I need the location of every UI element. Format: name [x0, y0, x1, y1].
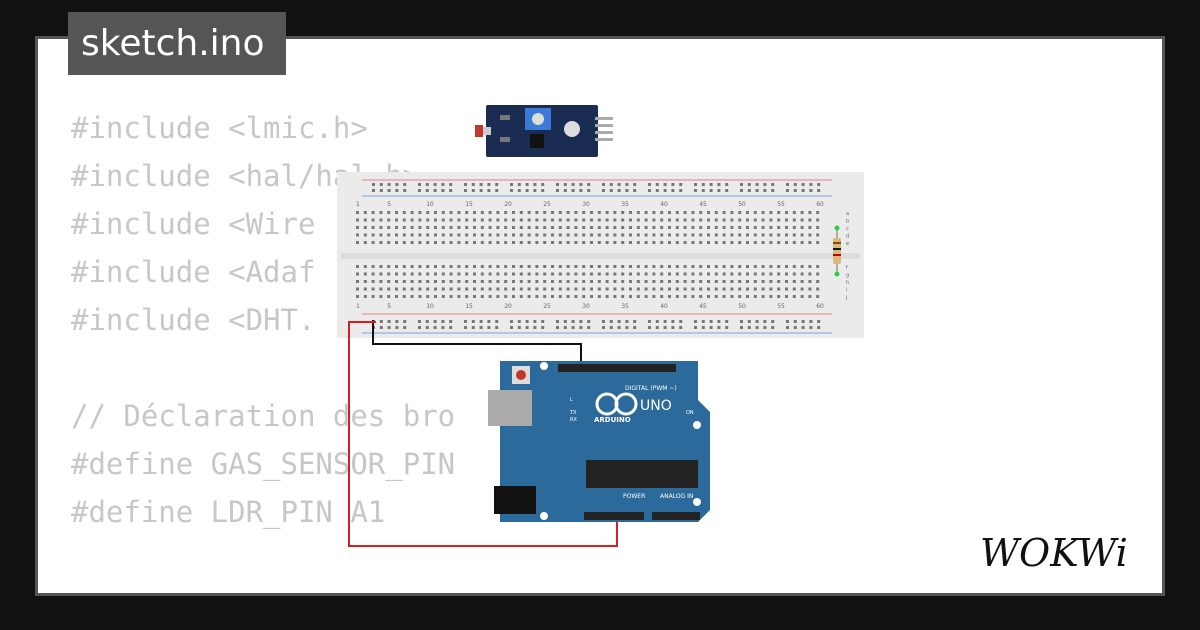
- breadboard-row-letter: e: [846, 241, 849, 247]
- digital-label: DIGITAL (PWM ~): [625, 385, 677, 392]
- red-wire: [348, 321, 618, 547]
- breadboard-column-number: 15: [465, 201, 473, 208]
- breadboard-column-number: 55: [777, 201, 785, 208]
- breadboard-row-letter: b: [846, 219, 849, 225]
- code-editor-text: #include <lmic.h>#include <hal/hal.h>#in…: [71, 104, 612, 593]
- breadboard-row-letter: g: [846, 273, 849, 279]
- breadboard-column-number: 1: [356, 303, 360, 310]
- breadboard-row-letter: j: [845, 295, 847, 301]
- breadboard-column-number: 45: [699, 303, 707, 310]
- black-wire: [372, 320, 582, 366]
- breadboard-column-number: 20: [504, 303, 512, 310]
- breadboard-column-number: 60: [816, 303, 824, 310]
- breadboard-column-number: 5: [387, 303, 391, 310]
- breadboard-column-number: 30: [582, 201, 590, 208]
- breadboard-column-number: 25: [543, 303, 551, 310]
- file-tab-label: sketch.ino: [81, 23, 265, 64]
- breadboard-row-letter: f: [846, 265, 848, 271]
- analog-header: [652, 512, 700, 520]
- resistor[interactable]: [833, 225, 841, 277]
- power-header: [584, 512, 644, 520]
- breadboard-column-number: 35: [621, 303, 629, 310]
- breadboard-column-number: 55: [777, 303, 785, 310]
- atmega-chip: [586, 460, 698, 488]
- code-line: #define LDR_PIN A1: [71, 495, 386, 529]
- code-line: #include <Adaf: [71, 255, 316, 289]
- breadboard-row-letter: d: [846, 234, 849, 240]
- arduino-label: ARDUINO: [594, 416, 631, 424]
- ldr-photoresistor-icon: [475, 125, 483, 137]
- breadboard-column-number: 25: [543, 201, 551, 208]
- bottom-border: [35, 596, 1165, 630]
- code-line: #include <Wire: [71, 207, 316, 241]
- arduino-logo-icon: [595, 392, 638, 416]
- power-label: POWER: [623, 493, 645, 500]
- code-line: // Déclaration des bro: [71, 399, 456, 433]
- breadboard-column-number: 1: [356, 201, 360, 208]
- breadboard-row-letter: h: [846, 280, 849, 286]
- wokwi-logo-text: WOKWi: [980, 531, 1128, 574]
- tx-label: TX: [569, 410, 577, 416]
- breadboard-column-number: 50: [738, 201, 746, 208]
- file-tab[interactable]: sketch.ino: [68, 12, 286, 75]
- code-line: // Capteur de température DHT11: [71, 584, 612, 593]
- breadboard-column-number: 10: [426, 201, 434, 208]
- uno-label: UNO: [640, 398, 672, 414]
- l-label: L: [570, 397, 573, 403]
- breadboard-column-number: 60: [816, 201, 824, 208]
- breadboard-row-letter: a: [846, 211, 849, 217]
- usb-port: [488, 390, 532, 426]
- breadboard-column-number: 30: [582, 303, 590, 310]
- breadboard-row-letter: i: [846, 288, 847, 294]
- wokwi-logo: WOKWi: [978, 528, 1150, 575]
- power-jack: [494, 486, 536, 514]
- breadboard-column-number: 20: [504, 201, 512, 208]
- code-line: #include <lmic.h>: [71, 111, 368, 145]
- breadboard-column-number: 10: [426, 303, 434, 310]
- breadboard-column-number: 40: [660, 201, 668, 208]
- code-line: #include <DHT.: [71, 303, 316, 337]
- breadboard-column-number: 5: [387, 201, 391, 208]
- breadboard-column-number: 15: [465, 303, 473, 310]
- breadboard-column-number: 50: [738, 303, 746, 310]
- code-line: #define GAS_SENSOR_PIN: [71, 447, 456, 481]
- digital-header: [558, 364, 676, 372]
- breadboard-column-number: 35: [621, 201, 629, 208]
- breadboard-row-letter: c: [846, 226, 849, 232]
- on-label: ON: [686, 410, 694, 416]
- breadboard-column-number: 40: [660, 303, 668, 310]
- arduino-uno-board[interactable]: UNO ARDUINO DIGITAL (PWM ~) POWER ANALOG…: [488, 361, 710, 522]
- analog-label: ANALOG IN: [660, 493, 693, 500]
- breadboard-column-number: 45: [699, 201, 707, 208]
- rx-label: RX: [570, 417, 577, 423]
- ldr-sensor-module[interactable]: [475, 105, 613, 157]
